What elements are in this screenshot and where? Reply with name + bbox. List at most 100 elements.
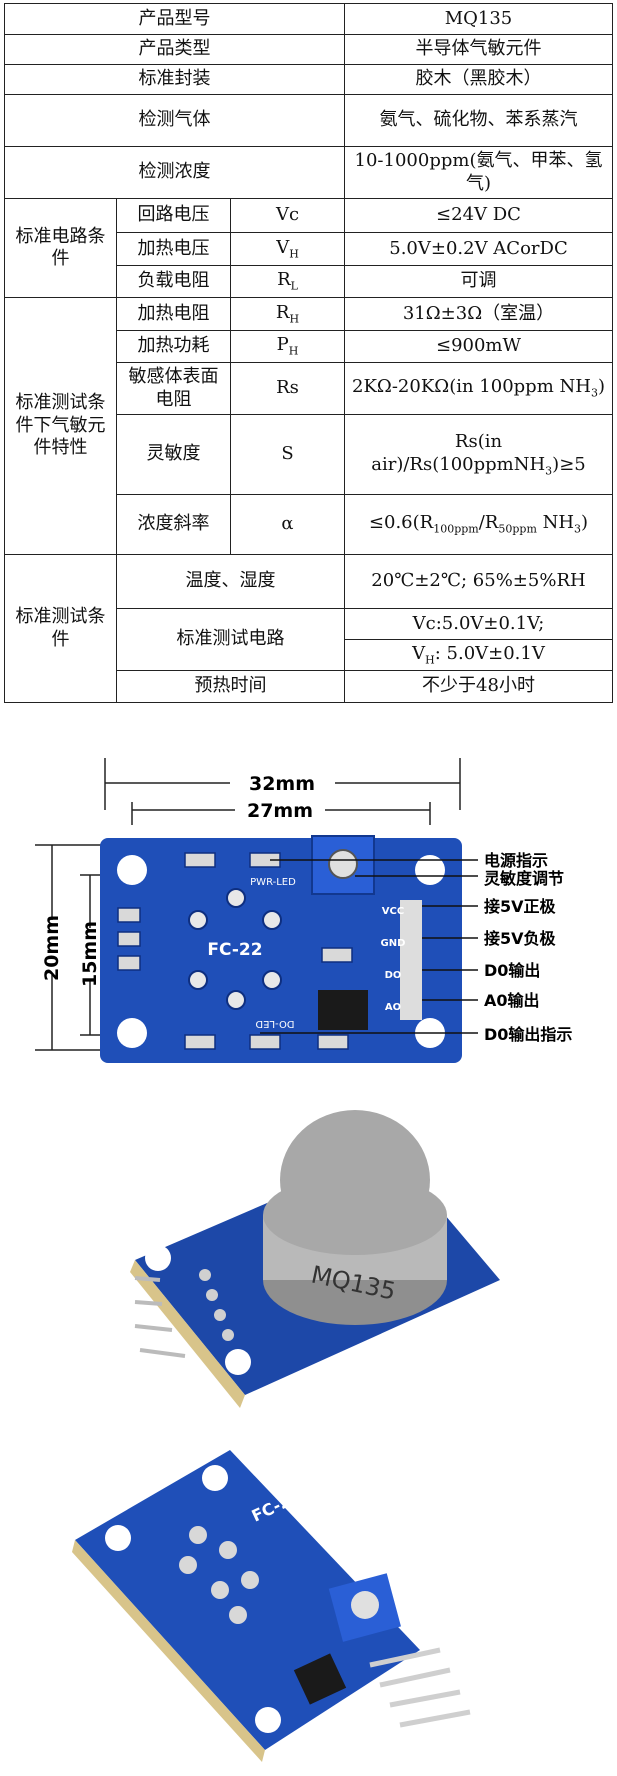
comparator-chip: [293, 1653, 347, 1705]
param-symbol: α: [230, 494, 345, 555]
value-text: /R: [478, 512, 499, 534]
row-value: MQ135: [344, 3, 613, 35]
header-pins: [400, 900, 422, 1020]
value-text: ): [597, 376, 605, 398]
row-label: 标准封装: [4, 64, 345, 95]
pcb-edge: [72, 1540, 265, 1762]
table-row: 标准电路条件 回路电压 Vc ≤24V DC: [4, 198, 613, 298]
pin-labels: VCC GND DO AO: [381, 906, 406, 1013]
table-row: 预热时间 不少于48小时: [5, 670, 613, 703]
value-sub: 3: [574, 522, 582, 536]
param-symbol: Vc: [230, 198, 345, 233]
pin-label: GND: [381, 938, 406, 949]
sensor-mesh-dome: [280, 1110, 430, 1250]
dim-width-outer: 32mm: [249, 773, 315, 795]
symbol-text: R: [277, 269, 291, 291]
param-symbol: Rs: [230, 362, 345, 415]
smd-parts: [117, 852, 353, 1050]
value-sub: 50ppm: [498, 522, 537, 536]
table-row: 浓度斜率 α ≤0.6(R100ppm/R50ppm NH3): [5, 494, 613, 555]
table-row: 标准测试条件下气敏元件特性 加热电阻 R H 31Ω±3Ω（室温）: [4, 297, 613, 555]
dim-width-inner: 27mm: [247, 800, 313, 822]
param-value: Vc:5.0V±0.1V;: [344, 608, 613, 640]
pin-label: VCC: [382, 906, 404, 917]
param-value: 不少于48小时: [344, 670, 613, 703]
symbol-sub: H: [288, 344, 299, 358]
table-row: 产品型号 MQ135: [4, 3, 613, 35]
param-value: 2KΩ-20KΩ(in 100ppm NH3): [344, 362, 613, 415]
board-diagram: 32mm 27mm 20mm 15mm FC-22 PWR-LED DO-LED…: [35, 758, 572, 1063]
param-symbol: RL: [230, 265, 345, 298]
param-value: 31Ω±3Ω（室温）: [344, 297, 613, 331]
table-row: 产品类型 半导体气敏元件: [4, 34, 613, 65]
table-row: 检测气体 氨气、硫化物、苯系蒸汽: [4, 94, 613, 147]
table-row: 负载电阻 RL 可调: [5, 265, 613, 298]
sensor-pads: [188, 888, 282, 1010]
value-text: ): [581, 512, 589, 534]
symbol-text: V: [276, 236, 290, 258]
mounting-hole: [255, 1707, 281, 1733]
callout-label: D0输出: [484, 961, 540, 980]
table-row: 标准测试条件 温度、湿度 20℃±2℃; 65%±5%RH: [4, 554, 613, 703]
header-pins: [134, 1276, 186, 1358]
value-sub: 100ppm: [433, 522, 479, 536]
callout-label: 电源指示: [484, 851, 548, 870]
param-name: 加热电压: [116, 232, 231, 266]
callout-label: 接5V正极: [484, 897, 557, 916]
symbol-sub: H: [289, 247, 299, 261]
param-symbol: VH: [230, 232, 345, 266]
callout-leaders: [260, 859, 478, 1034]
callout-label: A0输出: [484, 991, 540, 1010]
value-text: Rs(in air)/Rs(100ppmNH: [371, 431, 546, 475]
row-label: 产品型号: [4, 3, 345, 35]
param-symbol: S: [230, 414, 345, 495]
table-row: 灵敏度 S Rs(in air)/Rs(100ppmNH3)≥5: [5, 414, 613, 495]
param-value: 5.0V±0.2V ACorDC: [344, 232, 613, 266]
row-value: 半导体气敏元件: [344, 34, 613, 65]
pin-label: AO: [385, 1002, 401, 1013]
param-value: Rs(in air)/Rs(100ppmNH3)≥5: [344, 414, 613, 495]
value-sub: H: [425, 653, 435, 667]
param-name: 负载电阻: [116, 265, 231, 298]
callout-label: 接5V负极: [484, 929, 557, 948]
param-name: 浓度斜率: [116, 494, 231, 555]
table-row: 加热功耗 PH ≤900mW: [5, 330, 613, 363]
group-label: 标准测试条件下气敏元件特性: [4, 297, 117, 555]
table-row: 敏感体表面电阻 Rs 2KΩ-20KΩ(in 100ppm NH3): [5, 362, 613, 415]
sensor-pads: [179, 1526, 259, 1624]
sensor-photo: MQ135: [130, 1110, 500, 1408]
symbol-text: R: [275, 301, 290, 323]
row-value: 10-1000ppm(氨气、甲苯、氢气): [344, 146, 613, 199]
group-label: 标准电路条件: [4, 198, 117, 298]
callout-label: D0输出指示: [484, 1025, 572, 1044]
silk-pwr-led: PWR-LED: [250, 877, 296, 888]
param-name: 加热电阻: [116, 297, 231, 331]
mounting-hole: [225, 1349, 251, 1375]
symbol-text: Vc: [275, 204, 300, 226]
pcb-edge: [130, 1260, 245, 1408]
dimension-lines: [35, 758, 461, 1051]
dim-height-outer: 20mm: [41, 915, 63, 981]
param-name: 回路电压: [116, 198, 231, 233]
value-sub: 3: [545, 464, 553, 478]
value-text: )≥5: [552, 453, 586, 475]
callout-label: 灵敏度调节: [484, 869, 564, 888]
param-name: 预热时间: [116, 670, 345, 703]
row-label: 检测浓度: [4, 146, 345, 199]
value-text: ≤0.6(R: [368, 512, 434, 534]
value-text: V: [412, 642, 426, 664]
param-value: ≤0.6(R100ppm/R50ppm NH3): [344, 494, 613, 555]
param-value: ≤24V DC: [344, 198, 613, 233]
solder-pads: [199, 1269, 234, 1341]
value-text: NH: [536, 512, 575, 534]
table-row: 检测浓度 10-1000ppm(氨气、甲苯、氢气): [4, 146, 613, 199]
param-value: 20℃±2℃; 65%±5%RH: [344, 554, 613, 609]
row-value: 氨气、硫化物、苯系蒸汽: [344, 94, 613, 147]
mounting-hole: [105, 1525, 131, 1551]
row-value: 胶木（黑胶木）: [344, 64, 613, 95]
pot-knob-icon[interactable]: [351, 1591, 379, 1619]
row-label: 产品类型: [4, 34, 345, 65]
value-sub: 3: [590, 386, 598, 400]
pot-knob-icon[interactable]: [328, 849, 358, 879]
param-name: 标准测试电路: [116, 608, 345, 671]
